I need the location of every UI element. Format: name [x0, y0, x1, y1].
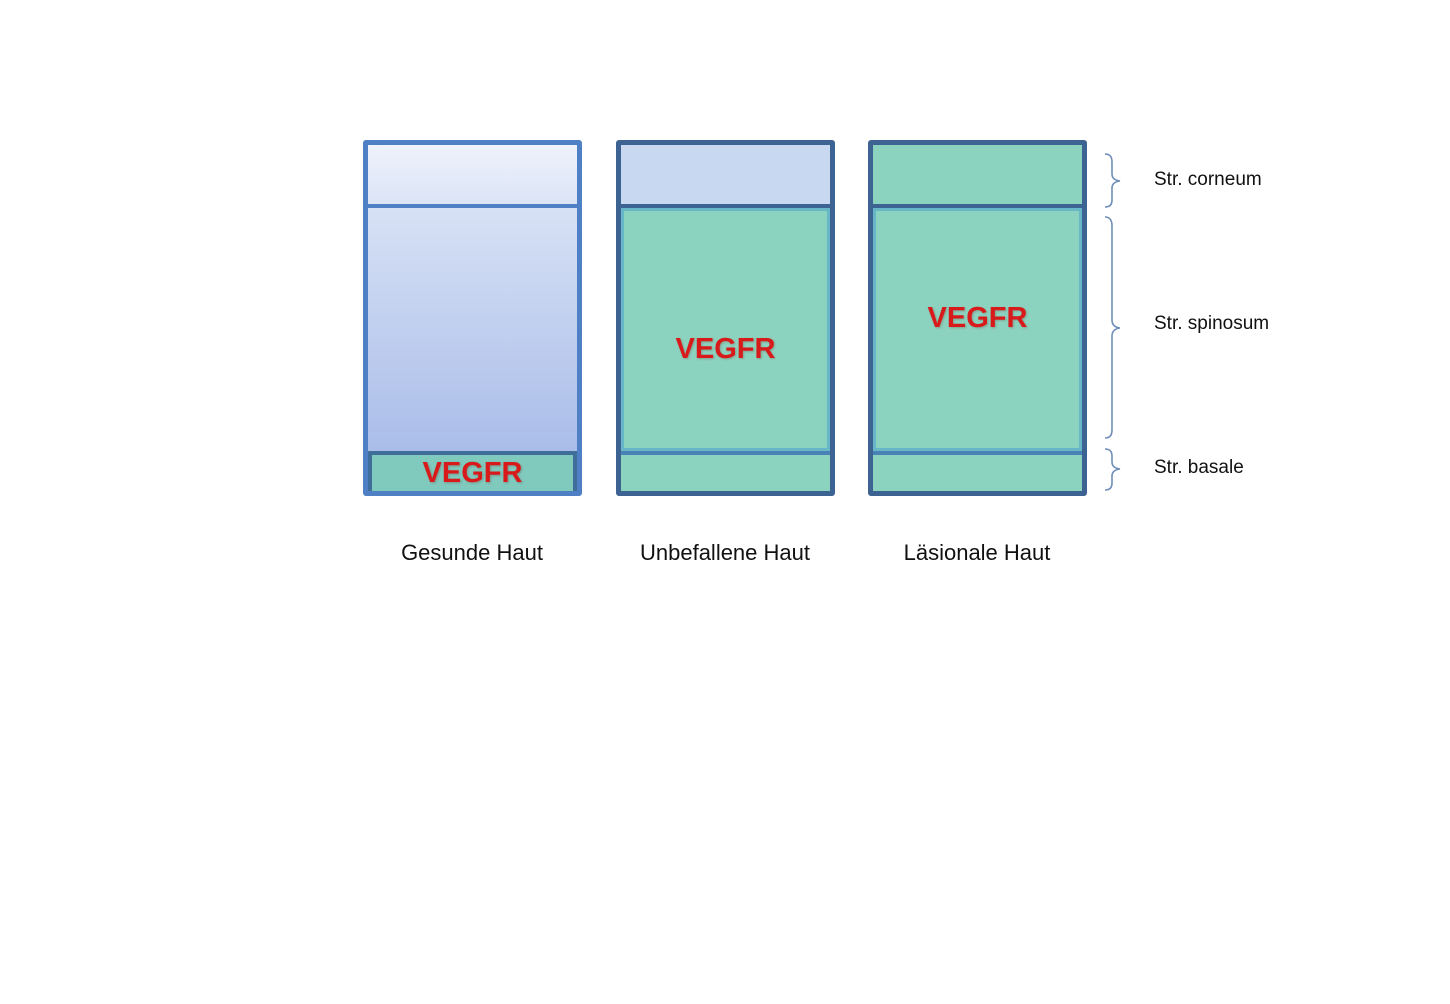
layer-braces: [1104, 153, 1121, 491]
label-str-corneum: Str. corneum: [1154, 169, 1262, 190]
label-str-spinosum: Str. spinosum: [1154, 313, 1270, 334]
layer-corneum: [368, 145, 577, 208]
layer-corneum-vegfr: [873, 145, 1082, 208]
label-str-basale: Str. basale: [1154, 457, 1244, 478]
vegfr-label: VEGFR: [927, 302, 1028, 334]
layer-basale-vegfr: [873, 451, 1082, 491]
caption-laesionale-haut: Läsionale Haut: [903, 540, 1051, 565]
panel-gesunde-haut: VEGFR: [363, 140, 582, 496]
layer-spinosum: [368, 208, 577, 451]
brace-corneum: [1104, 153, 1121, 208]
caption-gesunde-haut: Gesunde Haut: [401, 540, 543, 565]
caption-unbefallene-haut: Unbefallene Haut: [639, 540, 810, 565]
brace-basale: [1104, 448, 1121, 491]
vegfr-label: VEGFR: [422, 457, 523, 489]
layer-spinosum-vegfr: VEGFR: [873, 208, 1082, 451]
brace-spinosum: [1104, 216, 1121, 439]
panel-unbefallene-haut: VEGFR: [616, 140, 835, 496]
layer-spinosum-vegfr: VEGFR: [621, 208, 830, 451]
layer-basale-vegfr: [621, 451, 830, 491]
panel-laesionale-haut: VEGFR: [868, 140, 1087, 496]
layer-basale-vegfr: VEGFR: [368, 451, 577, 491]
layer-corneum: [621, 145, 830, 208]
vegfr-label: VEGFR: [675, 333, 776, 365]
